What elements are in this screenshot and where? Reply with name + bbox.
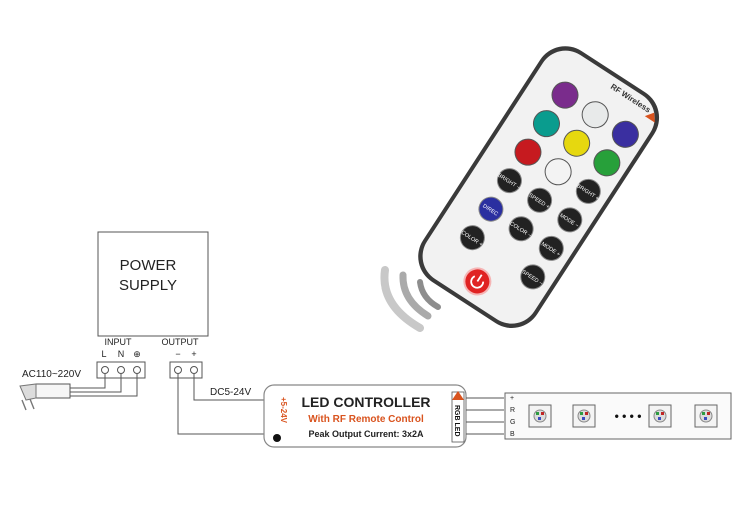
- color-key[interactable]: [559, 125, 595, 161]
- ac-wires: [35, 374, 138, 399]
- rf-remote[interactable]: BRIGHT +BRIGHT −SPEED +MODE −DIRECCOLOR …: [407, 35, 671, 340]
- remote-function-key[interactable]: [572, 175, 605, 208]
- terminal-plus-label: +: [191, 349, 196, 359]
- ac-voltage-label: AC110~220V: [22, 369, 81, 380]
- strip-pin-labels: + R G B: [510, 395, 515, 438]
- color-key[interactable]: [607, 116, 643, 152]
- dc-wires: [177, 374, 266, 435]
- power-supply-title-2: SUPPLY: [119, 277, 177, 294]
- controller-subtitle: With RF Remote Control: [308, 414, 424, 425]
- controller-input-voltage: +5-24V: [279, 397, 288, 424]
- remote-function-key[interactable]: [493, 164, 526, 197]
- terminal-minus: [174, 366, 182, 374]
- remote-keypad: BRIGHT +BRIGHT −SPEED +MODE −DIRECCOLOR …: [456, 77, 643, 293]
- output-label: OUTPUT: [162, 337, 200, 347]
- led-chips: [528, 404, 718, 428]
- strip-pin-b: B: [510, 431, 515, 438]
- terminal-plus: [190, 366, 198, 374]
- remote-function-key[interactable]: [474, 193, 507, 226]
- led-controller-box: [263, 384, 467, 448]
- terminal-l-label: L: [101, 349, 106, 359]
- remote-function-key[interactable]: [516, 260, 549, 293]
- terminal-ground-label: ⊕: [133, 349, 141, 359]
- color-key[interactable]: [547, 77, 583, 113]
- strip-pin-r: R: [510, 407, 515, 414]
- strip-ellipsis: • • • •: [615, 409, 642, 423]
- color-key[interactable]: [528, 106, 564, 142]
- color-key[interactable]: [589, 145, 625, 181]
- controller-peak-current: Peak Output Current: 3x2A: [308, 429, 424, 439]
- power-supply-title-1: POWER: [120, 257, 177, 274]
- terminal-minus-label: −: [175, 349, 180, 359]
- led-chip: [648, 404, 672, 428]
- strip-pin-plus: +: [510, 395, 514, 402]
- input-label: INPUT: [105, 337, 133, 347]
- remote-function-key[interactable]: [523, 184, 556, 217]
- remote-warning-icon: [644, 112, 655, 123]
- wireless-signal-icon: [380, 266, 441, 332]
- dc-voltage-label: DC5-24V: [210, 387, 251, 398]
- controller-title: LED CONTROLLER: [301, 394, 430, 410]
- power-icon: [470, 274, 485, 289]
- color-key[interactable]: [510, 134, 546, 170]
- warning-triangle-icon: [452, 391, 464, 400]
- terminal-n: [117, 366, 125, 374]
- led-chip: [694, 404, 718, 428]
- terminal-ground: [133, 366, 141, 374]
- terminal-l: [101, 366, 109, 374]
- terminal-n-label: N: [118, 349, 125, 359]
- remote-function-key[interactable]: [535, 232, 568, 265]
- ac-plug-icon: [19, 383, 37, 411]
- remote-function-key[interactable]: [553, 203, 586, 236]
- color-key[interactable]: [540, 154, 576, 190]
- led-chip: [528, 404, 552, 428]
- color-key[interactable]: [577, 97, 613, 133]
- led-chip: [572, 404, 596, 428]
- strip-pin-g: G: [510, 419, 515, 426]
- remote-function-key[interactable]: [505, 212, 538, 245]
- controller-info-dot: [273, 434, 281, 442]
- remote-function-key[interactable]: [456, 221, 489, 254]
- rgb-led-label: RGB LED: [453, 405, 460, 437]
- power-supply-box: [97, 231, 209, 337]
- strip-wires: [466, 397, 504, 435]
